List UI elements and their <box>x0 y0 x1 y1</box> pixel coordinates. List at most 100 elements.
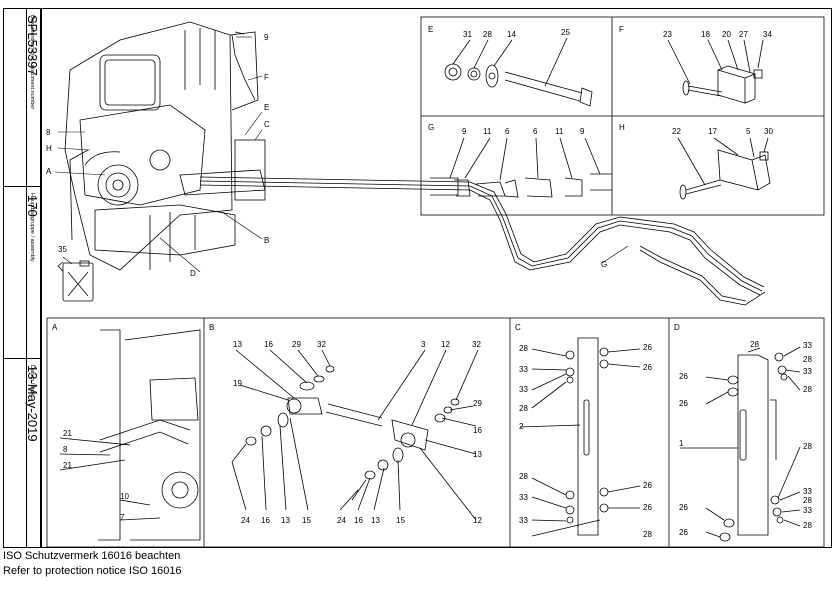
panel-b-label: 16 <box>264 340 273 349</box>
panel-h-label: 30 <box>764 127 773 136</box>
panel-a-title: A <box>52 323 58 332</box>
callout-H: H <box>46 144 52 153</box>
panel-c-label: 26 <box>643 481 652 490</box>
panel-d-label: 28 <box>803 355 812 364</box>
panel-g-label: 9 <box>580 127 585 136</box>
panel-d-label: 33 <box>803 341 812 350</box>
panel-c-title: C <box>515 323 521 332</box>
panel-c-label: 28 <box>643 530 652 539</box>
callout-F: F <box>264 73 269 82</box>
panel-h-title: H <box>619 123 625 132</box>
panel-g-label: 6 <box>505 127 510 136</box>
panel-d-label: 26 <box>679 528 688 537</box>
callout-D: D <box>190 269 196 278</box>
panel-e-title: E <box>428 25 433 34</box>
panel-a-label: 10 <box>120 492 129 501</box>
panel-f-label: 34 <box>763 30 772 39</box>
jerry-can-icon <box>57 260 94 302</box>
panel-f-title: F <box>619 25 624 34</box>
callout-C: C <box>264 120 270 129</box>
panel-g-label: 6 <box>533 127 538 136</box>
panel-a-label: 8 <box>63 445 68 454</box>
panel-d-label: 33 <box>803 506 812 515</box>
panel-b-label: 16 <box>473 426 482 435</box>
panel-b-label: 15 <box>302 516 311 525</box>
panel-b-label: 12 <box>473 516 482 525</box>
panel-d-label: 28 <box>803 442 812 451</box>
footer-line-german: ISO Schutzvermerk 16016 beachten <box>3 550 181 562</box>
panel-d-label: 33 <box>803 487 812 496</box>
panel-b-label: 29 <box>292 340 301 349</box>
panel-a-parts <box>59 329 201 541</box>
panel-e-label: 28 <box>483 30 492 39</box>
panel-d-label: 28 <box>803 496 812 505</box>
callout-B: B <box>264 236 269 245</box>
panel-b-label: 16 <box>354 516 363 525</box>
engine-assembly-illustration <box>64 21 266 271</box>
panel-c-label: 33 <box>519 493 528 502</box>
group-cell: 170 Hauptbaugruppe / assembly <box>4 187 42 359</box>
panel-f-label: 23 <box>663 30 672 39</box>
detail-frame-bottom <box>46 317 825 548</box>
panel-g-label: 11 <box>483 127 492 136</box>
panel-b-label: 16 <box>261 516 270 525</box>
callout-E: E <box>264 103 269 112</box>
panel-d-label: 26 <box>679 399 688 408</box>
panel-b-parts <box>231 349 479 521</box>
panel-d-label: 1 <box>679 439 684 448</box>
panel-d-label: 28 <box>750 340 759 349</box>
panel-d-label: 33 <box>803 367 812 376</box>
panel-c-label: 26 <box>643 363 652 372</box>
panel-c-label: 28 <box>519 344 528 353</box>
panel-d-label: 28 <box>803 385 812 394</box>
callout-A: A <box>46 167 52 176</box>
panel-b-label: 24 <box>241 516 250 525</box>
panel-h-label: 5 <box>746 127 751 136</box>
date-cell: 13-May-2019 Datum / date <box>4 359 42 547</box>
panel-d-label: 26 <box>679 503 688 512</box>
panel-d-parts <box>680 346 801 542</box>
panel-b-label: 32 <box>472 340 481 349</box>
panel-h-label: 22 <box>672 127 681 136</box>
panel-b-label: 24 <box>337 516 346 525</box>
panel-e-label: 14 <box>507 30 516 39</box>
callout-35: 35 <box>58 245 67 254</box>
panel-b-label: 19 <box>233 379 242 388</box>
panel-c-label: 28 <box>519 472 528 481</box>
callout-8: 8 <box>46 128 51 137</box>
panel-b-label: 13 <box>233 340 242 349</box>
panel-c-label: 2 <box>519 422 524 431</box>
panel-d-label: 28 <box>803 521 812 530</box>
callout-G: G <box>601 260 607 269</box>
panel-b-label: 32 <box>317 340 326 349</box>
panel-c-label: 26 <box>643 343 652 352</box>
panel-e-label: 31 <box>463 30 472 39</box>
panel-c-parts <box>519 337 641 537</box>
panel-e-parts <box>444 37 593 107</box>
panel-g-title: G <box>428 123 434 132</box>
panel-f-label: 18 <box>701 30 710 39</box>
panel-e-label: 25 <box>561 28 570 37</box>
panel-f-label: 27 <box>739 30 748 39</box>
panel-b-label: 13 <box>281 516 290 525</box>
panel-b-label: 12 <box>441 340 450 349</box>
panel-a-label: 21 <box>63 461 72 470</box>
drawing-frame <box>41 8 832 548</box>
panel-c-label: 33 <box>519 385 528 394</box>
footer-line-english: Refer to protection notice ISO 16016 <box>3 565 182 577</box>
panel-d-label: 26 <box>679 372 688 381</box>
panel-b-label: 29 <box>473 399 482 408</box>
panel-b-label: 13 <box>371 516 380 525</box>
panel-a-label: 7 <box>120 513 125 522</box>
panel-f-label: 20 <box>722 30 731 39</box>
panel-h-parts <box>677 137 771 200</box>
panel-a-label: 21 <box>63 429 72 438</box>
callout-9: 9 <box>264 33 269 42</box>
panel-g-parts <box>430 137 612 198</box>
panel-b-label: 13 <box>473 450 482 459</box>
panel-c-label: 33 <box>519 365 528 374</box>
main-leader-lines <box>54 36 629 273</box>
panel-c-label: 33 <box>519 516 528 525</box>
